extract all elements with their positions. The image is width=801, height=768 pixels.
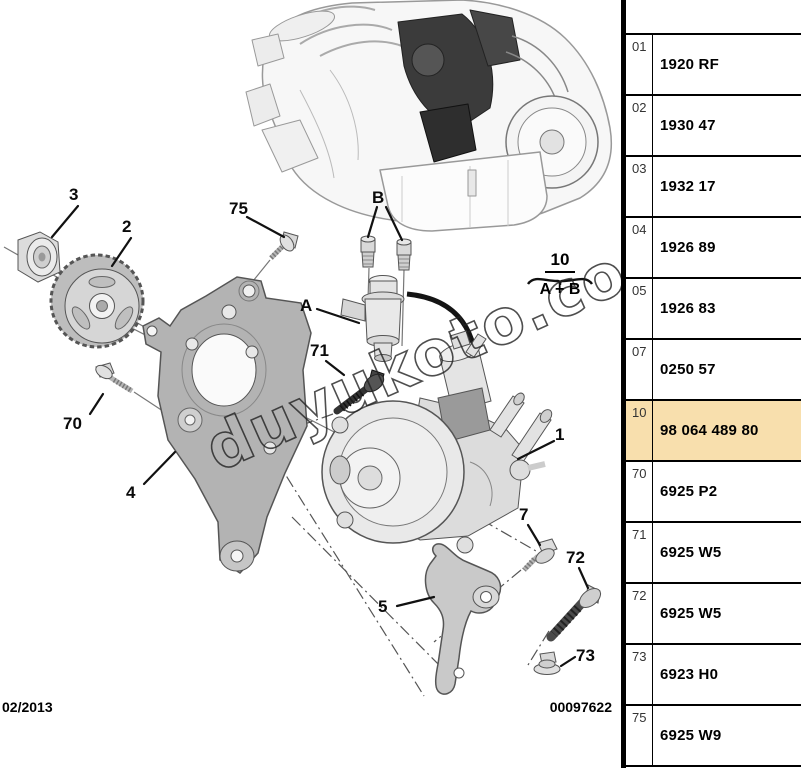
callout-label-A[interactable]: A xyxy=(300,296,313,315)
table-row[interactable]: 01 1920 RF xyxy=(626,35,801,96)
bolt-72 xyxy=(546,584,602,642)
table-header-cell xyxy=(626,0,801,35)
row-key: 05 xyxy=(626,279,653,338)
group-note-brace xyxy=(527,277,593,286)
row-key: 75 xyxy=(626,706,653,765)
part-solenoid xyxy=(340,275,405,362)
row-key: 07 xyxy=(626,340,653,399)
table-row[interactable]: 72 6925 W5 xyxy=(626,584,801,645)
callout-label-7[interactable]: 7 xyxy=(519,505,529,524)
footer-date: 02/2013 xyxy=(2,699,53,715)
callout-label-2[interactable]: 2 xyxy=(122,217,132,236)
row-part-number: 1926 83 xyxy=(660,300,716,317)
part-pump xyxy=(321,330,553,554)
table-row[interactable]: 04 1926 89 xyxy=(626,218,801,279)
table-row[interactable]: 02 1930 47 xyxy=(626,96,801,157)
bolt-70 xyxy=(95,362,134,394)
row-part-number: 0250 57 xyxy=(660,361,716,378)
parts-table: 01 1920 RF 02 1930 47 03 1932 17 04 1926… xyxy=(621,0,801,768)
group-note-denominator: A + B xyxy=(539,281,581,298)
callout-label-75[interactable]: 75 xyxy=(229,199,248,218)
row-part-number: 1932 17 xyxy=(660,178,716,195)
row-key: 73 xyxy=(626,645,653,704)
table-row[interactable]: 07 0250 57 xyxy=(626,340,801,401)
row-key: 72 xyxy=(626,584,653,643)
table-row[interactable]: 70 6925 P2 xyxy=(626,462,801,523)
part-sprocket xyxy=(49,253,145,349)
bolts-B xyxy=(360,235,412,271)
callout-label-70[interactable]: 70 xyxy=(63,414,82,433)
washer-73 xyxy=(533,651,561,675)
row-key: 70 xyxy=(626,462,653,521)
row-part-number: 1920 RF xyxy=(660,56,719,73)
row-part-number: 1930 47 xyxy=(660,117,716,134)
row-key: 10 xyxy=(626,401,653,460)
part-bracket xyxy=(142,276,312,574)
exploded-view-drawing: duyukoto.com xyxy=(3,0,621,697)
callout-label-71[interactable]: 71 xyxy=(310,341,329,360)
diagram-panel: duyukoto.com 3 2 75 B A 71 70 4 1 7 72 5… xyxy=(2,0,621,715)
row-key: 01 xyxy=(626,35,653,94)
part-nut xyxy=(17,231,61,283)
bolt-7 xyxy=(522,538,558,572)
row-key: 71 xyxy=(626,523,653,582)
callout-label-B[interactable]: B xyxy=(372,188,385,207)
bolt-71 xyxy=(333,369,385,415)
table-row[interactable]: 75 6925 W9 xyxy=(626,706,801,767)
row-part-number: 6925 W5 xyxy=(660,605,722,622)
engine-illustration xyxy=(245,0,613,232)
row-key: 04 xyxy=(626,218,653,277)
row-part-number: 6923 H0 xyxy=(660,666,719,683)
callout-label-73[interactable]: 73 xyxy=(576,646,595,665)
callout-label-4[interactable]: 4 xyxy=(126,483,136,502)
part-lever xyxy=(424,543,502,695)
row-part-number: 1926 89 xyxy=(660,239,716,256)
bolt-75 xyxy=(269,231,299,260)
callout-label-72[interactable]: 72 xyxy=(566,548,585,567)
callout-label-1[interactable]: 1 xyxy=(555,425,565,444)
table-row[interactable]: 05 1926 83 xyxy=(626,279,801,340)
table-row[interactable]: 71 6925 W5 xyxy=(626,523,801,584)
footer-doc-number: 00097622 xyxy=(549,699,612,715)
table-row[interactable]: 03 1932 17 xyxy=(626,157,801,218)
row-part-number: 98 064 489 80 xyxy=(660,422,759,439)
group-note-numerator: 10 xyxy=(545,250,575,273)
callout-label-3[interactable]: 3 xyxy=(69,185,79,204)
row-part-number: 6925 W9 xyxy=(660,727,722,744)
row-part-number: 6925 P2 xyxy=(660,483,718,500)
table-row[interactable]: 10 98 064 489 80 xyxy=(626,401,801,462)
row-part-number: 6925 W5 xyxy=(660,544,722,561)
table-row[interactable]: 73 6923 H0 xyxy=(626,645,801,706)
row-key: 02 xyxy=(626,96,653,155)
callout-leader-lines xyxy=(50,204,590,668)
row-key: 03 xyxy=(626,157,653,216)
callout-label-5[interactable]: 5 xyxy=(378,597,388,616)
